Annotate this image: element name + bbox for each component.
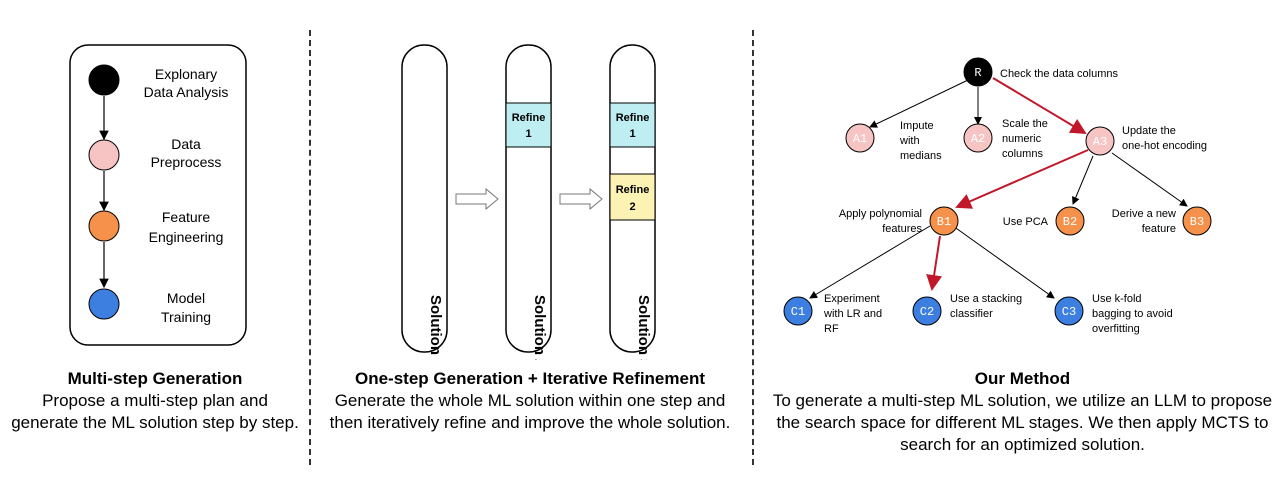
panel-our-method: R A1 A2 A3 B1 B2 B3 C1 <box>760 0 1285 482</box>
tree-edge <box>869 79 969 128</box>
svg-text:A1: A1 <box>853 132 867 146</box>
step-node-model-training <box>88 288 120 320</box>
hollow-arrow-icon <box>559 187 603 211</box>
step-node-eda <box>88 64 120 96</box>
solution-bar <box>401 44 448 353</box>
panel2-caption: One-step Generation + Iterative Refineme… <box>315 368 745 434</box>
node-text: bagging to avoid <box>1092 308 1173 320</box>
node-A3: A3 <box>1085 126 1115 156</box>
node-text: Derive a new <box>1112 208 1176 220</box>
panel1-caption-text: Propose a multi-step plan and generate t… <box>11 391 299 432</box>
node-text: overfitting <box>1092 323 1140 335</box>
multi-step-diagram: Explonary Data Analysis Data Preprocess … <box>69 44 247 346</box>
step-label: Data <box>171 136 201 152</box>
node-text: Impute <box>900 120 934 132</box>
node-C1: C1 <box>783 296 813 326</box>
node-text: Check the data columns <box>1000 68 1119 80</box>
tree-edge <box>1111 152 1188 207</box>
step-label: Explonary <box>155 66 217 82</box>
node-R: R <box>963 57 993 87</box>
node-text: Use k-fold <box>1092 293 1142 305</box>
panel3-caption-text: To generate a multi-step ML solution, we… <box>772 391 1273 454</box>
tree-edge <box>1072 155 1094 205</box>
panel1-caption-title: Multi-step Generation <box>67 369 243 388</box>
node-text: medians <box>900 150 942 162</box>
step-label: Model <box>167 290 205 306</box>
svg-text:C2: C2 <box>920 305 934 319</box>
node-text: Apply polynomial <box>839 208 922 220</box>
node-text: with <box>899 135 920 147</box>
node-B1: B1 <box>929 206 959 236</box>
node-C2: C2 <box>912 296 942 326</box>
refine-block <box>505 102 552 148</box>
node-B2: B2 <box>1055 206 1085 236</box>
refine-label: 1 <box>525 128 531 140</box>
svg-text:A3: A3 <box>1093 135 1107 149</box>
refine-label: Refine <box>512 112 546 124</box>
svg-text:C3: C3 <box>1062 305 1076 319</box>
node-text: features <box>882 223 922 235</box>
step-label: Data Analysis <box>144 84 229 100</box>
svg-text:B2: B2 <box>1063 215 1077 229</box>
panel3-caption-title: Our Method <box>974 369 1071 388</box>
divider-right <box>752 30 754 465</box>
refine-label: Refine <box>616 112 650 124</box>
solution-label: Solution 3 <box>635 295 652 360</box>
node-text: Experiment <box>824 293 880 305</box>
node-text: Update the <box>1122 125 1176 137</box>
panel3-caption: Our Method To generate a multi-step ML s… <box>770 368 1275 456</box>
node-text: Use a stacking <box>950 293 1022 305</box>
node-text: with LR and <box>823 308 882 320</box>
step-node-preprocess <box>88 139 120 171</box>
step-label: Training <box>161 309 211 325</box>
panel2-caption-text: Generate the whole ML solution within on… <box>329 391 731 432</box>
node-text: Use PCA <box>1003 216 1049 228</box>
node-text: numeric <box>1002 133 1042 145</box>
node-text: RF <box>824 323 839 335</box>
step-label: Preprocess <box>151 154 222 170</box>
svg-text:B3: B3 <box>1190 215 1204 229</box>
refine-block <box>609 173 656 221</box>
node-C3: C3 <box>1054 296 1084 326</box>
node-text: classifier <box>950 308 993 320</box>
node-B3: B3 <box>1182 206 1212 236</box>
selected-path-edge <box>926 235 942 291</box>
refine-block <box>609 102 656 148</box>
divider-left <box>309 30 311 465</box>
hollow-arrow-icon <box>455 187 499 211</box>
svg-text:C1: C1 <box>791 305 805 319</box>
node-A1: A1 <box>845 123 875 153</box>
plan-box <box>69 44 247 346</box>
panel-multi-step: Explonary Data Analysis Data Preprocess … <box>0 0 300 482</box>
node-text: columns <box>1002 148 1043 160</box>
tree-edge <box>952 225 1055 299</box>
refine-label: 1 <box>629 128 635 140</box>
svg-text:A2: A2 <box>971 132 985 146</box>
refine-label: Refine <box>616 184 650 196</box>
step-label: Feature <box>162 209 210 225</box>
selected-path-edge <box>992 77 1087 135</box>
node-text: Scale the <box>1002 118 1048 130</box>
mcts-tree-diagram: R A1 A2 A3 B1 B2 B3 C1 <box>783 57 1212 335</box>
panel-one-step: Refine 1 Refine 1 Refine 2 Solution 1 So… <box>310 0 750 482</box>
node-A2: A2 <box>963 123 993 153</box>
refine-label: 2 <box>629 201 635 213</box>
selected-path-edge <box>955 149 1089 209</box>
panel1-caption: Multi-step Generation Propose a multi-st… <box>10 368 300 434</box>
svg-text:R: R <box>974 66 981 80</box>
step-label: Engineering <box>149 229 224 245</box>
iterative-refinement-diagram: Refine 1 Refine 1 Refine 2 Solution 1 So… <box>401 44 656 368</box>
step-node-feature-engineering <box>88 210 120 242</box>
node-text: one-hot encoding <box>1122 140 1207 152</box>
solution-label: Solution 1 <box>427 295 444 360</box>
tree-edge <box>809 225 931 299</box>
panel2-caption-title: One-step Generation + Iterative Refineme… <box>354 369 705 388</box>
node-text: feature <box>1142 223 1176 235</box>
solution-label: Solution 2 <box>531 295 548 360</box>
svg-text:B1: B1 <box>937 215 951 229</box>
